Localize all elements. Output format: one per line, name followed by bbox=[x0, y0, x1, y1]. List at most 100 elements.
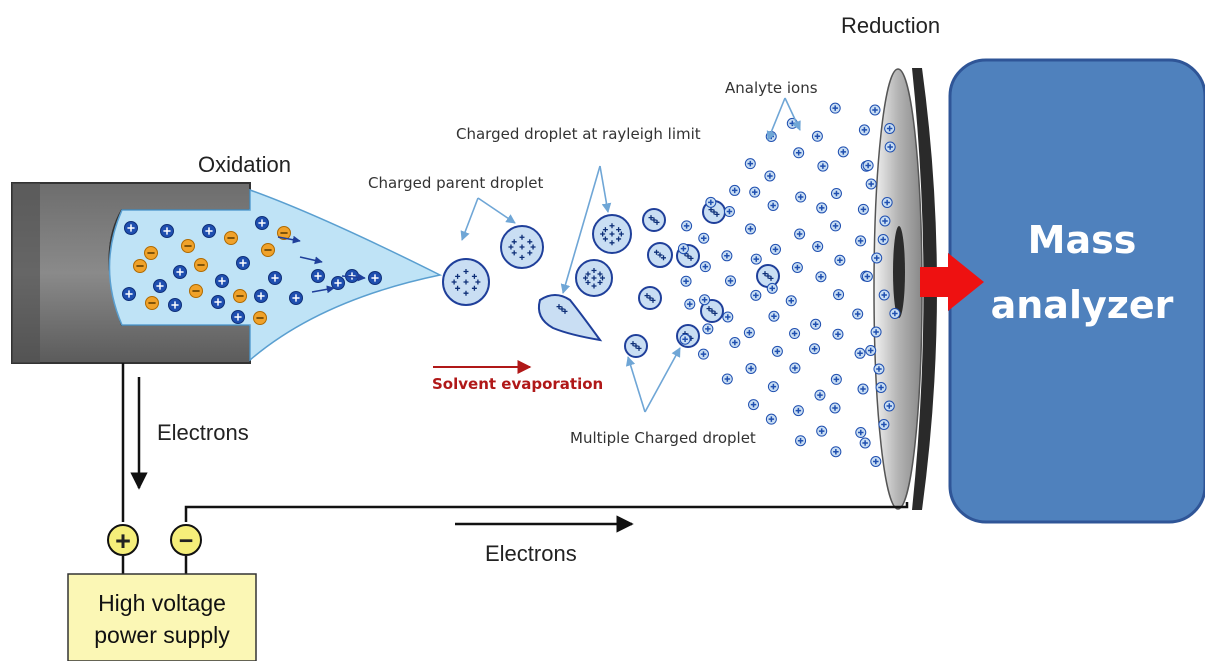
positive-ion-icon bbox=[817, 160, 829, 172]
reduction-label: Reduction bbox=[841, 13, 940, 38]
solvent-evaporation-label: Solvent evaporation bbox=[432, 375, 603, 393]
positive-ion-icon bbox=[211, 295, 225, 309]
positive-ion-icon bbox=[865, 178, 877, 190]
positive-ion-icon bbox=[857, 383, 869, 395]
droplet-charge-icon bbox=[600, 275, 605, 281]
circuit-wires bbox=[121, 363, 909, 574]
negative-ion-icon bbox=[133, 259, 147, 273]
droplet-charge-icon bbox=[597, 271, 603, 277]
positive-ion-icon bbox=[684, 298, 696, 310]
droplet-charge-icon bbox=[463, 279, 469, 285]
rayleigh-droplet-teardrop bbox=[537, 294, 603, 342]
droplet-charge-icon bbox=[661, 255, 666, 261]
positive-ion-icon bbox=[858, 124, 870, 136]
positive-ion-icon bbox=[877, 234, 889, 245]
droplet-charge-icon bbox=[471, 273, 477, 279]
negative-ion-icon bbox=[224, 231, 238, 245]
droplet-charge-icon bbox=[657, 252, 663, 258]
positive-ion-icon bbox=[865, 345, 877, 356]
droplet-charge-icon bbox=[527, 250, 533, 256]
positive-ion-icon bbox=[816, 425, 828, 437]
negative-ion-icon bbox=[194, 258, 208, 272]
droplet-charge-icon bbox=[519, 244, 525, 250]
droplet-charge-icon bbox=[455, 285, 461, 291]
negative-ion-icon bbox=[144, 246, 158, 260]
positive-ion-icon bbox=[705, 196, 717, 208]
red-transfer-arrow-icon bbox=[920, 253, 984, 311]
positive-ion-icon bbox=[368, 271, 382, 285]
positive-ion-icon bbox=[745, 223, 757, 235]
positive-ion-icon bbox=[311, 269, 325, 283]
positive-ion-icon bbox=[698, 348, 710, 360]
positive-ion-icon bbox=[793, 147, 805, 159]
negative-ion-icon bbox=[145, 296, 159, 310]
positive-ion-icon bbox=[771, 345, 783, 357]
positive-ion-icon bbox=[871, 252, 883, 264]
positive-ion-icon bbox=[767, 199, 779, 211]
positive-ion-icon bbox=[153, 279, 167, 293]
charged-parent-droplet-label: Charged parent droplet bbox=[368, 174, 544, 192]
positive-ion-icon bbox=[889, 308, 901, 319]
mass-analyzer-line1: Mass bbox=[1028, 218, 1137, 262]
droplet-charge-icon bbox=[583, 275, 588, 281]
positive-ion-icon bbox=[829, 102, 841, 114]
positive-ion-icon bbox=[745, 362, 757, 374]
negative-ion-icon bbox=[233, 289, 247, 303]
droplet-charge-icon bbox=[706, 306, 712, 312]
positive-ion-icon bbox=[729, 184, 741, 196]
positive-ion-icon bbox=[883, 400, 895, 412]
positive-ion-icon bbox=[215, 274, 229, 288]
positive-ion-icon bbox=[884, 123, 896, 134]
positive-ion-icon bbox=[859, 437, 871, 449]
positive-ion-icon bbox=[852, 308, 864, 320]
flow-arrow-icon bbox=[277, 235, 301, 244]
droplet-charge-icon bbox=[597, 280, 603, 285]
mass-analyzer-box: Mass analyzer bbox=[948, 58, 1205, 524]
positive-ion-icon bbox=[834, 254, 846, 266]
droplet-charge-icon bbox=[455, 273, 461, 279]
positive-ion-icon bbox=[815, 271, 827, 283]
positive-ion-icon bbox=[830, 220, 842, 232]
positive-ion-icon bbox=[789, 362, 801, 374]
positive-ion-icon bbox=[812, 240, 824, 252]
droplet-charge-icon bbox=[471, 285, 477, 291]
positive-ion-icon bbox=[699, 294, 711, 306]
positive-ion-icon bbox=[830, 373, 842, 385]
droplet-charge-icon bbox=[562, 308, 568, 314]
positive-ion-icon bbox=[789, 328, 801, 340]
positive-ion-icon bbox=[795, 191, 807, 203]
positive-ion-icon bbox=[721, 250, 733, 262]
droplet-charge-icon bbox=[708, 207, 714, 213]
droplet-charge-icon bbox=[591, 268, 597, 273]
droplet-charge-icon bbox=[463, 269, 469, 274]
positive-ion-icon bbox=[814, 389, 826, 401]
negative-terminal-icon: − bbox=[170, 524, 202, 556]
droplet-charge-icon bbox=[709, 308, 715, 314]
svg-text:+: + bbox=[115, 526, 131, 556]
cone-ions bbox=[122, 216, 382, 325]
droplet-charge-icon bbox=[475, 279, 481, 285]
electrons-bottom-label: Electrons bbox=[485, 541, 577, 566]
droplet-charge-icon bbox=[765, 273, 771, 279]
positive-ion-icon bbox=[698, 232, 710, 244]
droplet-charge-icon bbox=[616, 227, 622, 233]
droplet-charge-icon bbox=[559, 306, 565, 312]
droplet-charge-icon bbox=[591, 275, 597, 281]
droplet-charges bbox=[451, 207, 774, 351]
droplet-charge-icon bbox=[556, 304, 562, 310]
positive-ion-icon bbox=[768, 310, 780, 322]
droplet-charge-icon bbox=[609, 223, 615, 229]
positive-ion-icon bbox=[749, 186, 761, 198]
positive-ion-icon bbox=[862, 160, 874, 171]
droplet-charge-icon bbox=[712, 310, 718, 316]
flow-arrow-icon bbox=[299, 256, 323, 265]
positive-ion-icon bbox=[870, 326, 882, 338]
power-supply-line1: High voltage bbox=[98, 590, 226, 616]
positive-ion-icon bbox=[854, 347, 866, 359]
droplet-charge-icon bbox=[647, 295, 653, 301]
positive-ion-icon bbox=[124, 221, 138, 235]
positive-ion-icon bbox=[881, 197, 893, 208]
plate-ions bbox=[859, 104, 901, 467]
positive-ion-icon bbox=[884, 141, 896, 153]
droplet-charge-icon bbox=[688, 255, 694, 261]
